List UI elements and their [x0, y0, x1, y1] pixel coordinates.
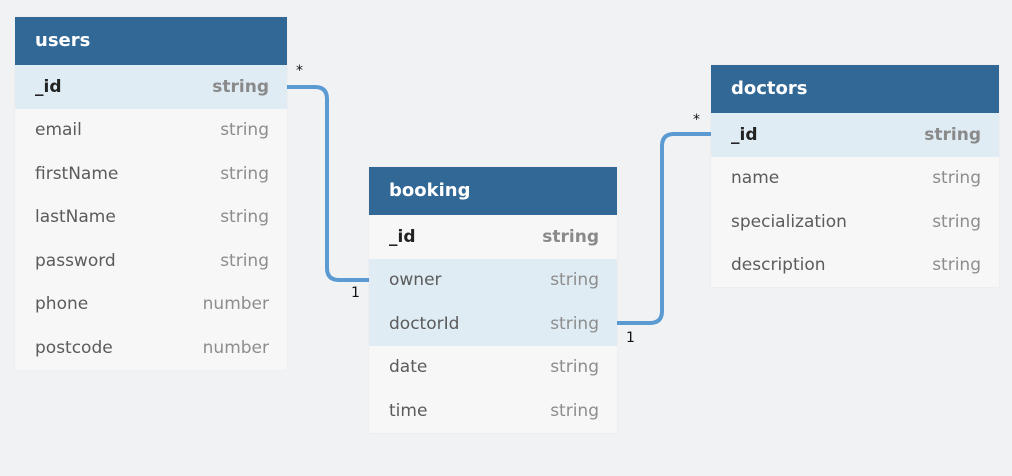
- booking-table[interactable]: booking _id string owner string doctorId…: [369, 167, 617, 433]
- users-row-email[interactable]: email string: [15, 109, 287, 153]
- field-type: string: [550, 313, 599, 334]
- field-name: postcode: [35, 337, 113, 358]
- field-name: description: [731, 255, 826, 276]
- cardinality-booking-doctors-to: *: [693, 112, 700, 128]
- field-type: string: [550, 400, 599, 421]
- booking-row-doctorid[interactable]: doctorId string: [369, 302, 617, 346]
- field-name: specialization: [731, 211, 847, 232]
- users-row-phone[interactable]: phone number: [15, 283, 287, 327]
- field-name: _id: [731, 124, 758, 145]
- field-name: email: [35, 120, 82, 141]
- booking-row-owner[interactable]: owner string: [369, 258, 617, 302]
- connector-booking-doctors: [617, 132, 711, 325]
- field-type: string: [542, 226, 599, 247]
- users-row-postcode[interactable]: postcode number: [15, 326, 287, 370]
- field-name: owner: [389, 270, 442, 291]
- doctors-row-description[interactable]: description string: [711, 244, 999, 288]
- field-type: string: [550, 357, 599, 378]
- cardinality-users-booking-from: *: [296, 63, 303, 79]
- doctors-row-name[interactable]: name string: [711, 157, 999, 201]
- field-type: string: [932, 168, 981, 189]
- users-table[interactable]: users _id string email string firstName …: [15, 17, 287, 370]
- users-row-lastname[interactable]: lastName string: [15, 196, 287, 240]
- users-row-id[interactable]: _id string: [15, 65, 287, 109]
- field-name: _id: [35, 76, 62, 97]
- connector-users-booking: [287, 85, 369, 282]
- field-type: number: [202, 337, 269, 358]
- field-name: lastName: [35, 207, 116, 228]
- field-type: string: [220, 120, 269, 141]
- field-type: string: [932, 255, 981, 276]
- users-row-firstname[interactable]: firstName string: [15, 152, 287, 196]
- booking-row-date[interactable]: date string: [369, 346, 617, 390]
- booking-row-time[interactable]: time string: [369, 389, 617, 433]
- field-name: firstName: [35, 163, 119, 184]
- field-type: string: [550, 270, 599, 291]
- field-type: string: [212, 76, 269, 97]
- field-name: time: [389, 400, 428, 421]
- field-name: phone: [35, 294, 89, 315]
- field-type: number: [202, 294, 269, 315]
- booking-row-id[interactable]: _id string: [369, 215, 617, 259]
- field-type: string: [220, 163, 269, 184]
- cardinality-booking-doctors-from: 1: [626, 330, 635, 346]
- field-name: password: [35, 250, 116, 271]
- users-table-header: users: [15, 17, 287, 65]
- field-type: string: [932, 211, 981, 232]
- booking-table-header: booking: [369, 167, 617, 215]
- users-row-password[interactable]: password string: [15, 239, 287, 283]
- field-type: string: [220, 250, 269, 271]
- field-name: doctorId: [389, 313, 460, 334]
- field-type: string: [924, 124, 981, 145]
- doctors-table[interactable]: doctors _id string name string specializ…: [711, 65, 999, 287]
- field-name: name: [731, 168, 780, 189]
- doctors-row-id[interactable]: _id string: [711, 113, 999, 157]
- cardinality-users-booking-to: 1: [351, 285, 360, 301]
- field-name: date: [389, 357, 428, 378]
- field-name: _id: [389, 226, 416, 247]
- doctors-table-header: doctors: [711, 65, 999, 113]
- doctors-row-specialization[interactable]: specialization string: [711, 200, 999, 244]
- field-type: string: [220, 207, 269, 228]
